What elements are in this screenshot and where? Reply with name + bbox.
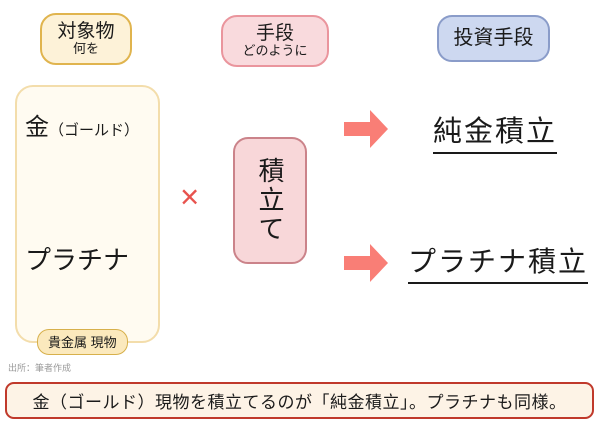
header-pill-method: 手段 どのように: [221, 15, 329, 67]
header-pill-investment: 投資手段: [437, 15, 550, 62]
header-pill-target: 対象物 何を: [40, 13, 132, 65]
header-method-subtitle: どのように: [242, 43, 308, 59]
arrow-right-icon: [344, 244, 388, 282]
asset-gold-main: 金: [25, 114, 49, 141]
asset-item-gold: 金（ゴールド）: [25, 107, 139, 142]
header-target-subtitle: 何を: [72, 41, 99, 57]
assets-box: 金（ゴールド） プラチナ 貴金属 現物: [15, 85, 160, 355]
assets-category-badge: 貴金属 現物: [37, 329, 128, 355]
header-target-title: 対象物: [57, 20, 115, 42]
footer-note-banner: 金（ゴールド）現物を積立てるのが「純金積立」。プラチナも同様。: [5, 382, 594, 419]
method-box-label: 積立て: [255, 157, 285, 244]
arrow-right-icon: [344, 110, 388, 148]
result-gold-label: 純金積立: [433, 108, 558, 154]
result-platinum-label: プラチナ積立: [408, 240, 589, 284]
asset-item-platinum: プラチナ: [25, 245, 130, 275]
source-note: 出所：筆者作成: [8, 363, 72, 373]
header-investment-title: 投資手段: [453, 27, 534, 49]
multiply-operator: ×: [180, 178, 200, 215]
header-method-title: 手段: [255, 22, 294, 44]
method-box: 積立て: [233, 137, 307, 264]
asset-gold-sub: （ゴールド）: [49, 122, 140, 139]
